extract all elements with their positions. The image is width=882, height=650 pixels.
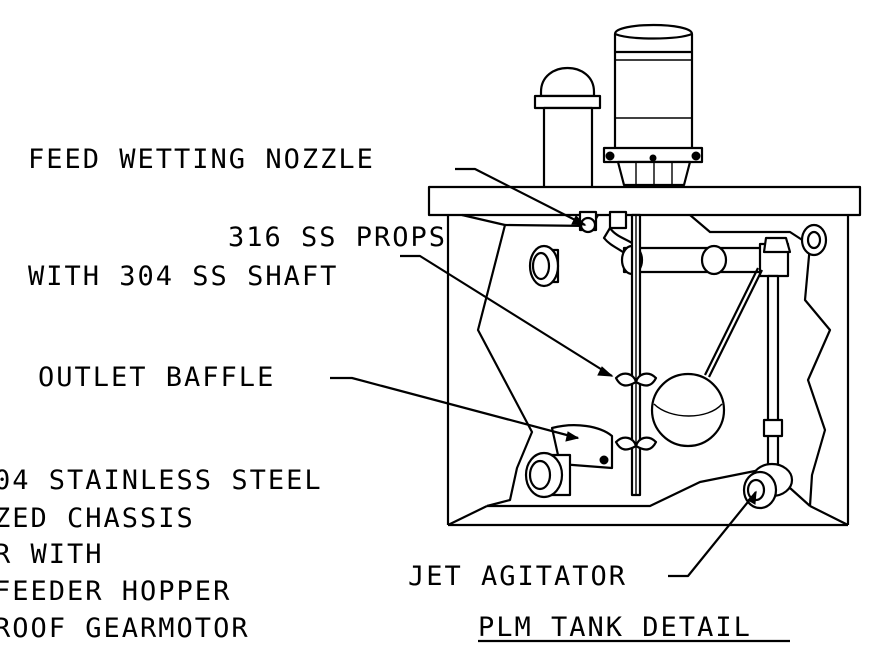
agitator-shaft [630,213,642,497]
diagram-title: PLM TANK DETAIL [478,612,752,643]
cutoff-line-1: 04 STAINLESS STEEL [0,465,323,496]
cutoff-line-4: FEEDER HOPPER [0,576,231,607]
tank-body [446,213,850,527]
props [614,372,658,451]
cutoff-line-2: ZED CHASSIS [0,503,195,534]
feeder-motor [533,67,602,201]
cutoff-line-3: R WITH [0,539,104,570]
tank-lid [427,185,862,217]
label-feed-wetting-nozzle: FEED WETTING NOZZLE [28,144,375,175]
leader-lines [330,167,757,578]
label-props-line1: 316 SS PROPS [228,222,447,253]
cutoff-line-5: ROOF GEARMOTOR [0,613,250,644]
inlet-nozzle [528,244,560,288]
float-ball [650,267,763,448]
label-outlet-baffle: OUTLET BAFFLE [38,362,275,393]
gearmotor [602,23,704,187]
jet-agitator-pipe [742,274,794,510]
label-props-line2: WITH 304 SS SHAFT [28,261,338,292]
label-jet-agitator: JET AGITATOR [408,561,627,592]
recirc-pipe [620,223,828,278]
